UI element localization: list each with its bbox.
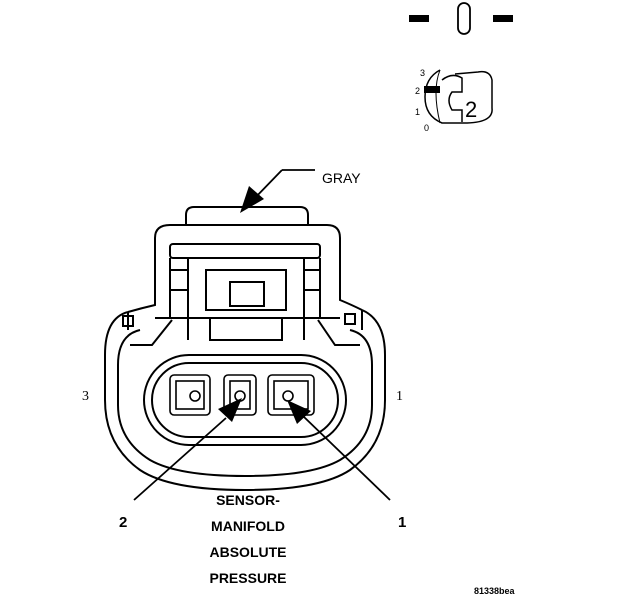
caption-line-3: ABSOLUTE [209, 544, 287, 560]
dial-scale-label-2: 2 [415, 86, 421, 96]
figure-code: 81338bea [474, 586, 515, 596]
terminal-cavity [143, 354, 347, 446]
wire-color-label: GRAY [322, 170, 361, 186]
callout-pin-2: 2 [119, 514, 128, 531]
caption-line-2: MANIFOLD [211, 518, 285, 534]
connector-housing [104, 206, 386, 492]
terminal-2-icon [223, 374, 257, 416]
dial-scale-label-0: 0 [424, 123, 430, 133]
pin-1-leader-arrow [287, 400, 391, 501]
key-symbol-icon [409, 2, 513, 35]
dial-scale-label-1: 1 [415, 107, 421, 117]
pin-2-leader-arrow [133, 398, 242, 501]
dial-number: 2 [465, 97, 478, 122]
caption-line-4: PRESSURE [209, 570, 287, 586]
caption-line-1: SENSOR- [216, 492, 280, 508]
callout-pin-1: 1 [398, 514, 407, 531]
cavity-label-left: 3 [82, 389, 89, 404]
cavity-label-right: 1 [396, 389, 403, 404]
position-dial-icon [424, 69, 493, 124]
dial-scale-label-3: 3 [420, 68, 426, 78]
terminal-3-icon [169, 374, 211, 416]
